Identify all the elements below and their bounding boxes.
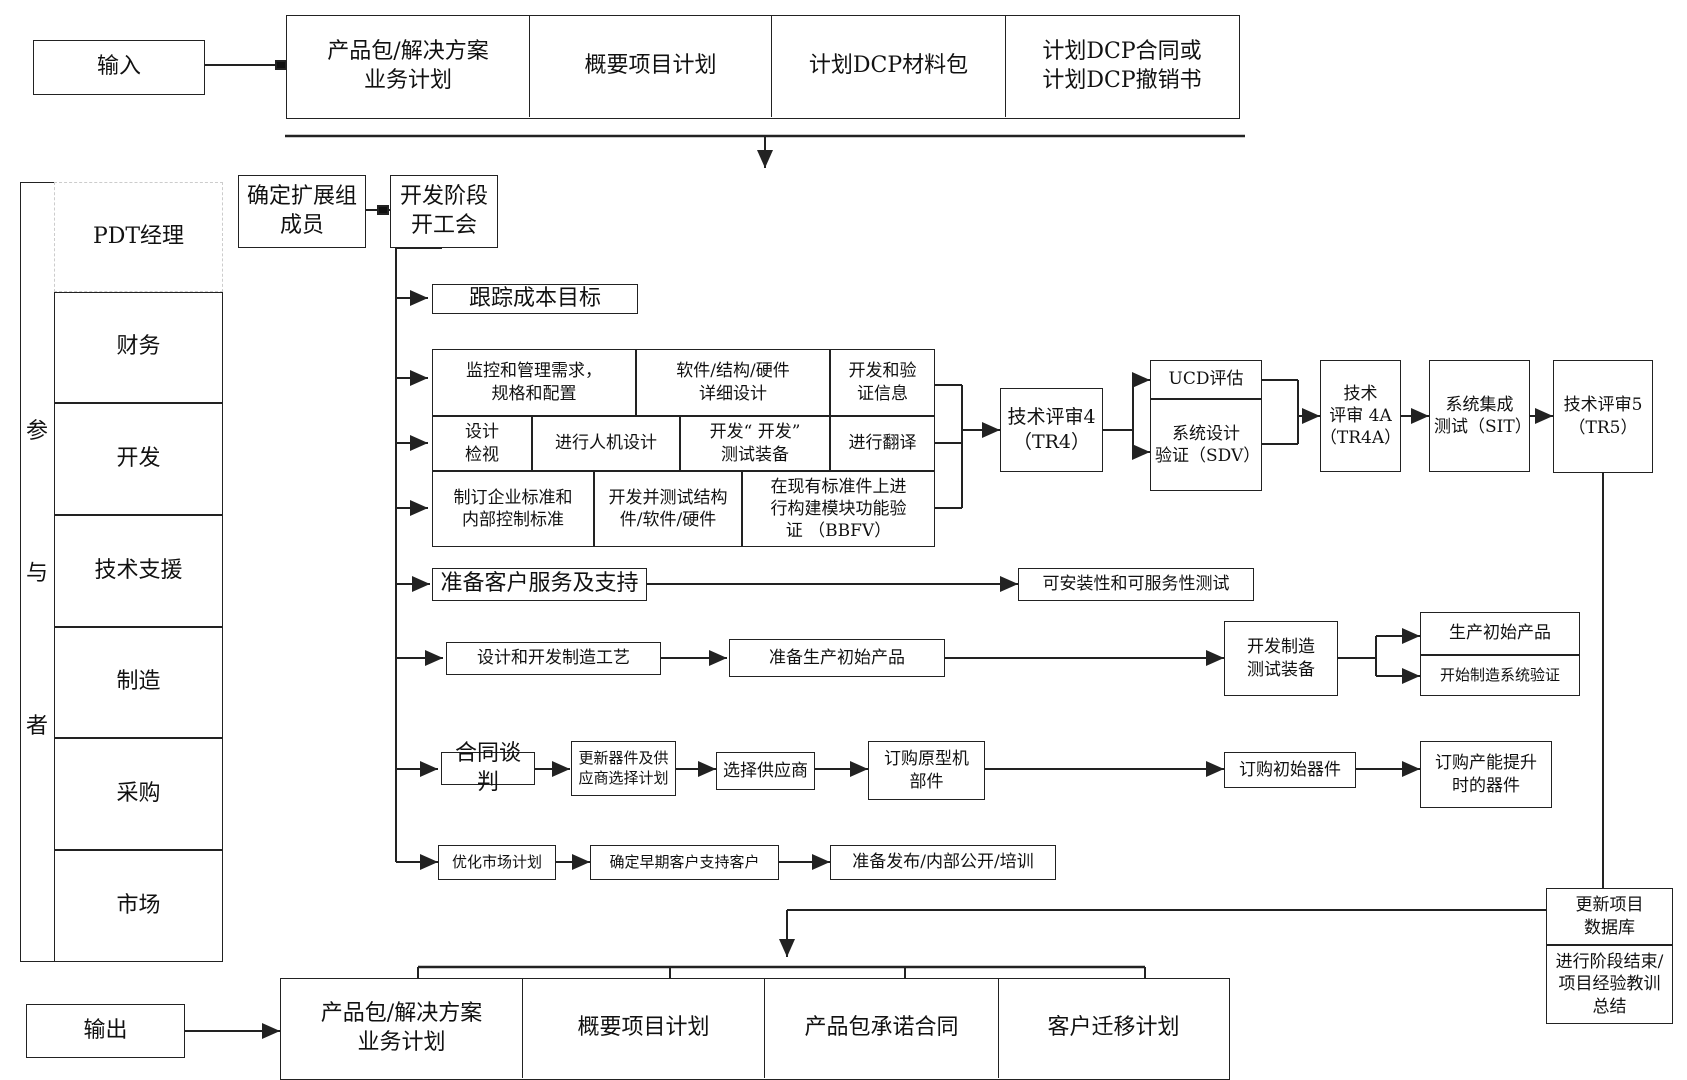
dev-cell: 软件/结构/硬件 详细设计 [636,349,830,416]
release-prep-box: 准备发布/内部公开/培训 [830,845,1056,880]
input-item: 概要项目计划 [530,16,772,117]
input-item: 计划DCP材料包 [772,16,1006,117]
produce-initial-box: 生产初始产品 [1420,612,1580,655]
order-ramp-parts-box: 订购产能提升 时的器件 [1420,741,1552,808]
tr5-box: 技术评审5 （TR5） [1553,360,1653,473]
output-items: 产品包/解决方案 业务计划 概要项目计划 产品包承诺合同 客户迁移计划 [280,978,1230,1080]
extend-team-box: 确定扩展组 成员 [238,175,366,248]
order-initial-parts-box: 订购初始器件 [1224,752,1356,788]
dev-cell: 制订企业标准和 内部控制标准 [432,471,594,547]
input-item: 产品包/解决方案 业务计划 [287,16,530,117]
participants-title-char: 参 [26,419,49,444]
service-support-box: 准备客户服务及支持 [432,568,647,601]
select-supplier-box: 选择供应商 [716,752,815,790]
participants-title-char: 者 [26,714,49,739]
tr4a-box: 技术 评审 4A （TR4A） [1320,360,1401,472]
dev-cell: 进行翻译 [830,416,935,471]
output-item: 产品包承诺合同 [765,979,999,1078]
prep-initial-product-box: 准备生产初始产品 [729,639,945,677]
input-items: 产品包/解决方案 业务计划 概要项目计划 计划DCP材料包 计划DCP合同或 计… [286,15,1240,119]
install-service-test-box: 可安装性和可服务性测试 [1018,568,1254,601]
dev-cell: 监控和管理需求， 规格和配置 [432,349,636,416]
early-customer-box: 确定早期客户支持客户 [590,845,779,880]
dev-cell: 开发和验 证信息 [830,349,935,416]
input-item: 计划DCP合同或 计划DCP撤销书 [1006,16,1238,117]
role-pdt-manager: PDT经理 [54,182,223,292]
role-procurement: 采购 [54,738,223,850]
output-item: 客户迁移计划 [999,979,1228,1078]
ucd-box: UCD评估 [1150,360,1262,399]
dev-kickoff-box: 开发阶段 开工会 [390,175,498,248]
mfg-system-verify-box: 开始制造系统验证 [1420,655,1580,696]
dev-cell: 在现有标准件上进 行构建模块功能验 证 （BBFV） [742,471,935,547]
mfg-process-box: 设计和开发制造工艺 [446,642,661,675]
mfg-test-equipment-box: 开发制造 测试装备 [1224,621,1338,696]
order-prototype-box: 订购原型机 部件 [868,741,985,800]
input-label: 输入 [33,40,205,95]
tr4-box: 技术评审4 （TR4） [1000,388,1103,472]
role-tech-support: 技术支援 [54,515,223,627]
role-marketing: 市场 [54,850,223,962]
phase-end-box: 进行阶段结束/ 项目经验教训 总结 [1546,945,1673,1024]
participants-title-char: 与 [26,561,49,586]
sdv-box: 系统设计 验证（SDV） [1150,399,1262,491]
output-item: 概要项目计划 [523,979,765,1078]
output-item: 产品包/解决方案 业务计划 [281,979,523,1078]
update-db-box: 更新项目 数据库 [1546,888,1673,945]
output-label: 输出 [26,1004,185,1058]
track-cost-target: 跟踪成本目标 [432,284,638,314]
dev-cell: 开发“ 开发” 测试装备 [680,416,830,471]
dev-cell: 开发并测试结构 件/软件/硬件 [594,471,742,547]
role-manufacturing: 制造 [54,627,223,738]
sit-box: 系统集成 测试（SIT） [1429,360,1532,472]
role-finance: 财务 [54,292,223,403]
role-development: 开发 [54,403,223,515]
dev-cell: 设计 检视 [432,416,532,471]
contract-negotiation-box: 合同谈判 [441,741,535,795]
optimize-market-plan-box: 优化市场计划 [438,845,556,880]
dev-cell: 进行人机设计 [532,416,680,471]
update-supplier-plan-box: 更新器件及供 应商选择计划 [571,741,676,796]
